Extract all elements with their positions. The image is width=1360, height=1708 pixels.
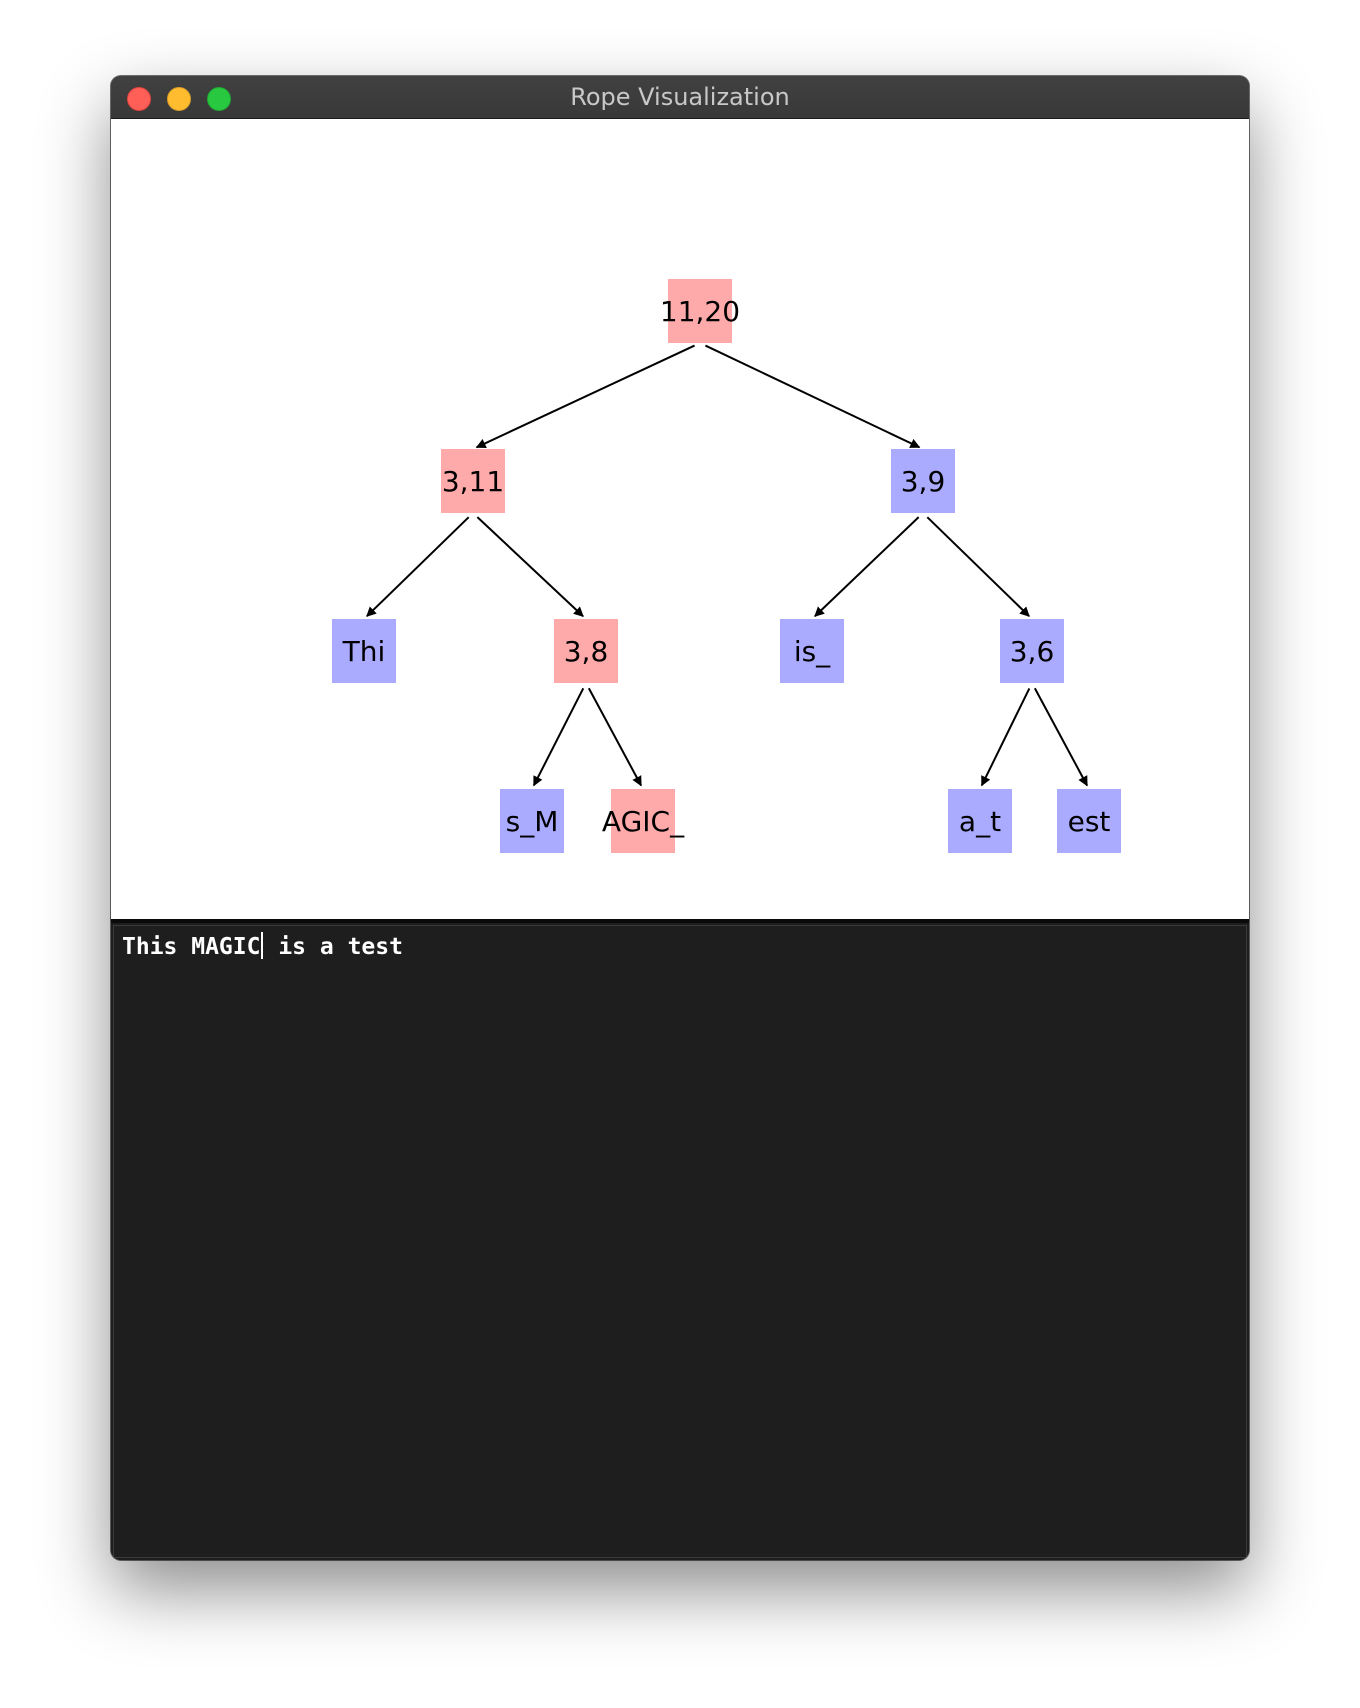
close-window-button[interactable] bbox=[127, 87, 151, 111]
tree-edges bbox=[366, 344, 1088, 787]
text-cursor bbox=[261, 932, 264, 959]
editor-text-after-cursor: is a test bbox=[264, 934, 403, 960]
edge-root-to-n-left bbox=[475, 344, 695, 449]
edge-n-36-to-leaf-est bbox=[1033, 687, 1088, 787]
edge-n-38-to-leaf-sm bbox=[532, 687, 585, 787]
edge-n-36-to-leaf-at bbox=[980, 687, 1031, 787]
node-box bbox=[554, 619, 618, 683]
node-label: 3,9 bbox=[901, 465, 946, 498]
node-label: 3,8 bbox=[564, 635, 609, 668]
tree-node-n-36: 3,6 bbox=[1000, 619, 1064, 683]
node-label: a_t bbox=[959, 805, 1001, 838]
tree-node-leaf-thi: Thi bbox=[332, 619, 396, 683]
node-box bbox=[780, 619, 844, 683]
editor-content[interactable]: This MAGIC is a test bbox=[122, 932, 403, 961]
node-box bbox=[891, 449, 955, 513]
edge-root-to-n-right bbox=[704, 344, 921, 449]
node-label: AGIC_ bbox=[602, 805, 685, 838]
edge-n-left-to-n-38 bbox=[476, 516, 584, 617]
node-label: is_ bbox=[794, 635, 831, 668]
node-label: 3,11 bbox=[442, 465, 504, 498]
node-box bbox=[1000, 619, 1064, 683]
node-label: 3,6 bbox=[1010, 635, 1055, 668]
node-label: Thi bbox=[342, 635, 386, 668]
title-bar[interactable]: Rope Visualization bbox=[111, 76, 1249, 119]
tree-node-n-left: 3,11 bbox=[441, 449, 505, 513]
tree-node-leaf-at: a_t bbox=[948, 789, 1012, 853]
node-box bbox=[948, 789, 1012, 853]
edge-n-38-to-leaf-agic bbox=[587, 687, 642, 787]
tree-node-leaf-is: is_ bbox=[780, 619, 844, 683]
minimize-window-button[interactable] bbox=[167, 87, 191, 111]
text-editor[interactable]: This MAGIC is a test bbox=[111, 919, 1249, 1560]
zoom-window-button[interactable] bbox=[207, 87, 231, 111]
node-box bbox=[500, 789, 564, 853]
node-label: est bbox=[1068, 805, 1111, 838]
node-box bbox=[668, 279, 732, 343]
edge-n-left-to-leaf-thi bbox=[366, 516, 470, 617]
tree-node-leaf-est: est bbox=[1057, 789, 1121, 853]
node-box bbox=[611, 789, 675, 853]
tree-node-n-38: 3,8 bbox=[554, 619, 618, 683]
editor-text-before-cursor: This MAGIC bbox=[122, 934, 261, 960]
tree-node-leaf-sm: s_M bbox=[500, 789, 564, 853]
node-box bbox=[441, 449, 505, 513]
edge-n-right-to-leaf-is bbox=[814, 516, 920, 617]
editor-frame: This MAGIC is a test bbox=[113, 925, 1247, 1558]
tree-node-root: 11,20 bbox=[660, 279, 740, 343]
node-box bbox=[332, 619, 396, 683]
node-label: s_M bbox=[506, 805, 559, 838]
window-title: Rope Visualization bbox=[570, 83, 790, 111]
node-box bbox=[1057, 789, 1121, 853]
tree-node-leaf-agic: AGIC_ bbox=[602, 789, 685, 853]
tree-node-n-right: 3,9 bbox=[891, 449, 955, 513]
edge-n-right-to-n-36 bbox=[926, 516, 1030, 617]
node-label: 11,20 bbox=[660, 295, 740, 328]
